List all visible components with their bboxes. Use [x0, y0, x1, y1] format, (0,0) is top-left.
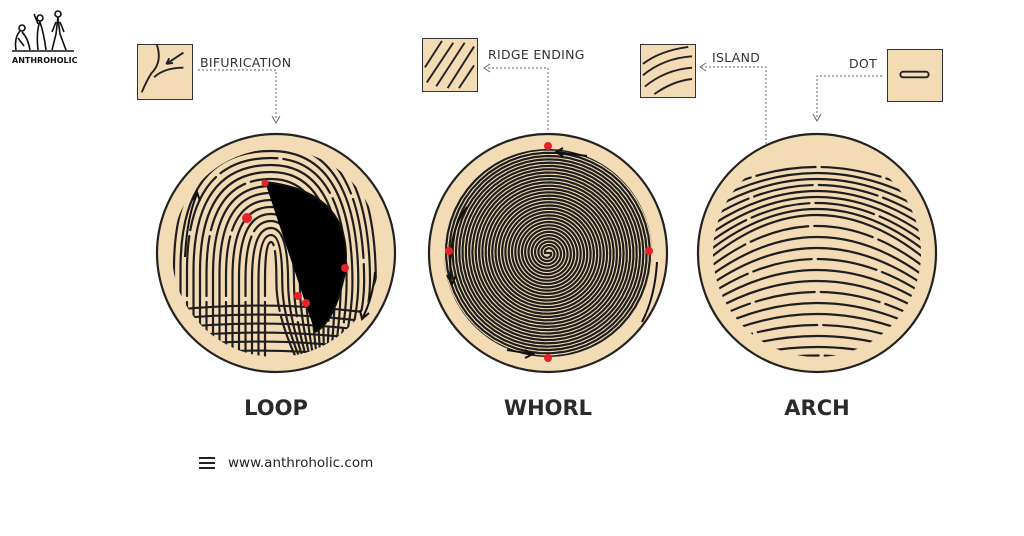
human-evolution-logo-icon — [12, 10, 74, 52]
whorl-fingerprint — [427, 132, 669, 374]
minutia-point — [294, 292, 302, 300]
dot-label: DOT — [849, 56, 877, 71]
arch-title: ARCH — [784, 396, 850, 420]
bifurcation-label: BIFURICATION — [200, 55, 292, 70]
ridge-ending-sample — [422, 38, 478, 92]
minutia-point — [302, 299, 310, 307]
ridge-ending-label: RIDGE ENDING — [488, 47, 585, 62]
ridge-ending-icon — [424, 40, 475, 89]
dot-icon — [899, 70, 930, 79]
island-label: ISLAND — [712, 50, 761, 65]
loop-title: LOOP — [244, 396, 308, 420]
ridge-lines — [444, 149, 652, 357]
minutia-point — [261, 179, 269, 187]
minutia-point — [341, 264, 349, 272]
menu-icon[interactable] — [199, 457, 215, 469]
logo: ANTHROHOLIC — [12, 10, 78, 65]
loop-fingerprint — [155, 132, 397, 374]
island-icon — [642, 45, 693, 95]
minutia-point — [544, 354, 552, 362]
website-link[interactable]: www.anthroholic.com — [228, 455, 374, 471]
minutia-point — [445, 247, 453, 255]
dot-sample — [887, 49, 943, 102]
arch-fingerprint — [696, 132, 938, 374]
minutia-point — [645, 247, 653, 255]
bifurcation-sample — [137, 44, 193, 100]
minutia-point — [242, 213, 252, 223]
island-sample — [640, 44, 696, 98]
whorl-title: WHORL — [503, 396, 593, 420]
logo-text: ANTHROHOLIC — [12, 56, 78, 65]
bifurcation-icon — [140, 44, 184, 93]
minutia-point — [544, 142, 552, 150]
